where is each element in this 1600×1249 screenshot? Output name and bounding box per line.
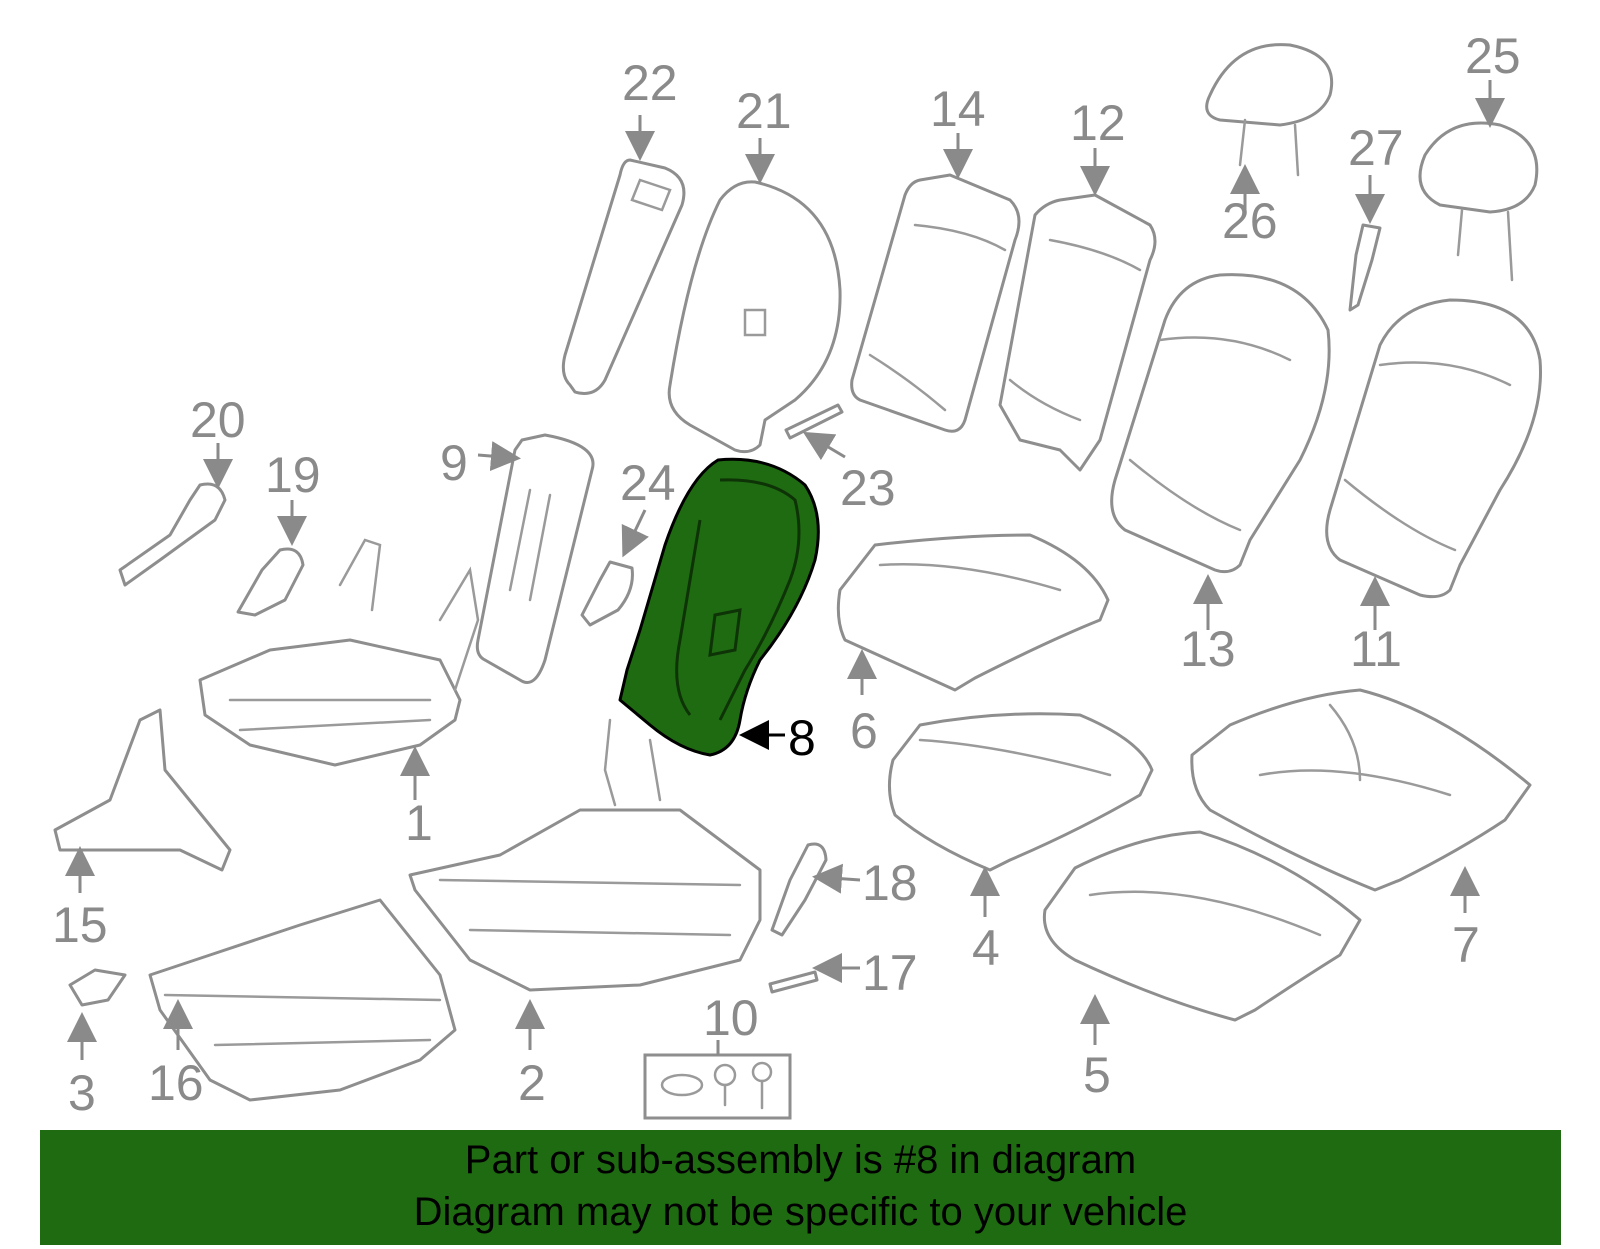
part-21-back-panel[interactable] [667,180,842,454]
part-1-seat-frame[interactable] [198,538,480,767]
part-17-strip[interactable] [768,970,819,994]
part-22-armrest[interactable] [561,158,686,395]
callout-16: 16 [148,1055,204,1111]
leader-lines [65,80,1505,1060]
callout-labels: 22 21 14 12 26 25 27 20 19 9 24 23 8 6 1… [52,28,1521,1121]
callout-15: 15 [52,897,108,953]
banner-line-part: Part or sub-assembly is #8 in diagram [464,1138,1137,1182]
part-15-bracket[interactable] [53,708,232,872]
callout-24: 24 [620,455,676,511]
part-18-cover[interactable] [770,842,828,937]
callout-1: 1 [405,795,433,851]
callout-2: 2 [518,1055,546,1111]
part-11-back-cover[interactable] [1325,298,1542,599]
part-14-back-cushion[interactable] [850,173,1021,433]
callout-9: 9 [440,435,468,491]
part-26-headrest[interactable] [1205,43,1334,177]
part-12-back-cushion[interactable] [998,193,1157,472]
part-5-seat-cushion[interactable] [1042,830,1362,1022]
part-8-highlighted[interactable] [618,457,820,757]
callout-8: 8 [788,710,816,766]
banner-line-disclaimer: Diagram may not be specific to your vehi… [413,1190,1188,1234]
part-16-seat-frame[interactable] [148,898,457,1102]
callout-25: 25 [1465,28,1521,84]
part-9-side-panel[interactable] [475,433,595,684]
callout-7: 7 [1452,917,1480,973]
part-13-back-cover[interactable] [1110,273,1331,574]
part-10-hardware[interactable] [643,1053,792,1120]
callout-3: 3 [68,1065,96,1121]
callout-11: 11 [1350,621,1402,677]
callout-21: 21 [736,83,792,139]
callout-12: 12 [1070,95,1126,151]
callout-13: 13 [1180,621,1236,677]
part-19-cover[interactable] [236,547,305,617]
part-20-bracket[interactable] [118,482,227,587]
callout-27: 27 [1348,120,1404,176]
callout-26: 26 [1222,193,1278,249]
part-2-seat-frame[interactable] [408,718,762,992]
part-3-clip[interactable] [68,968,127,1007]
callout-23: 23 [840,460,896,516]
part-24-clip[interactable] [580,560,634,627]
part-6-seat-cushion[interactable] [836,533,1110,692]
callout-19: 19 [265,447,321,503]
part-4-seat-cushion[interactable] [888,712,1154,872]
callout-6: 6 [850,703,878,759]
notice-banner: Part or sub-assembly is #8 in diagram Di… [40,1130,1561,1245]
callout-20: 20 [190,392,246,448]
callout-5: 5 [1083,1047,1111,1103]
callout-4: 4 [972,920,1000,976]
callout-18: 18 [862,855,918,911]
callout-17: 17 [862,945,918,1001]
part-27-guide[interactable] [1348,223,1382,312]
part-23-strip[interactable] [784,403,844,440]
part-7-bench-cushion[interactable] [1190,688,1532,892]
callout-14: 14 [930,81,986,137]
part-25-headrest[interactable] [1418,121,1539,282]
callout-22: 22 [622,55,678,111]
callout-10: 10 [703,990,759,1046]
